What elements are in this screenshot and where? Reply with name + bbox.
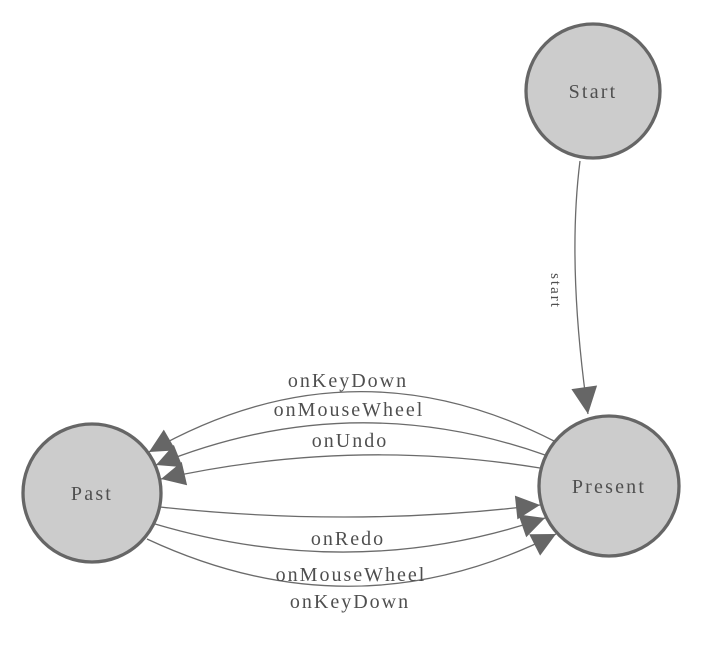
state-node-present[interactable]: Present — [537, 414, 681, 558]
edge-path-present-to-past-onmousewheel[interactable] — [155, 422, 546, 466]
state-circle-start[interactable] — [524, 22, 662, 160]
arrowhead-icon-start-to-present — [571, 385, 598, 414]
state-label-past: Past — [71, 483, 113, 505]
edges-layer — [146, 160, 589, 587]
edge-path-present-to-past-onundo[interactable] — [160, 454, 541, 480]
state-label-start: Start — [569, 81, 618, 103]
edge-labels-layer: start onKeyDown onMouseWheel onUndo onRedo on… — [274, 273, 563, 613]
edge-label-past-to-present-onredo: onRedo — [311, 528, 385, 550]
arrowhead-icon-present-to-past-onkeydown — [149, 429, 176, 452]
edge-label-past-to-present-onmousewheel: onMouseWheel — [276, 564, 427, 586]
edge-path-past-to-present-onmousewheel[interactable] — [154, 517, 546, 553]
arrowhead-icon-present-to-past-onmousewheel — [156, 444, 183, 468]
arrowhead-icon-present-to-past-onundo — [161, 461, 188, 486]
state-circle-past[interactable] — [21, 422, 163, 564]
state-circle-present[interactable] — [537, 414, 681, 558]
edge-path-past-to-present-onkeydown[interactable] — [146, 533, 557, 587]
edge-label-present-to-past-onundo: onUndo — [312, 430, 388, 452]
arrowheads-layer — [149, 385, 598, 556]
edge-label-present-to-past-onmousewheel: onMouseWheel — [274, 399, 425, 421]
edge-path-present-to-past-onkeydown[interactable] — [148, 391, 555, 453]
state-node-past[interactable]: Past — [21, 422, 163, 564]
arrowhead-icon-past-to-present-onkeydown — [529, 534, 556, 556]
arrowhead-icon-past-to-present-onmousewheel — [518, 514, 545, 538]
edge-path-start-to-present[interactable] — [574, 160, 589, 415]
edge-label-start-to-present: start — [547, 273, 563, 309]
edge-path-past-to-present-onredo[interactable] — [159, 504, 541, 518]
arrowhead-icon-past-to-present-onredo — [514, 495, 540, 520]
edge-label-present-to-past-onkeydown: onKeyDown — [288, 370, 408, 392]
edge-label-past-to-present-onkeydown: onKeyDown — [290, 591, 410, 613]
state-label-present: Present — [572, 476, 646, 498]
state-node-start[interactable]: Start — [524, 22, 662, 160]
